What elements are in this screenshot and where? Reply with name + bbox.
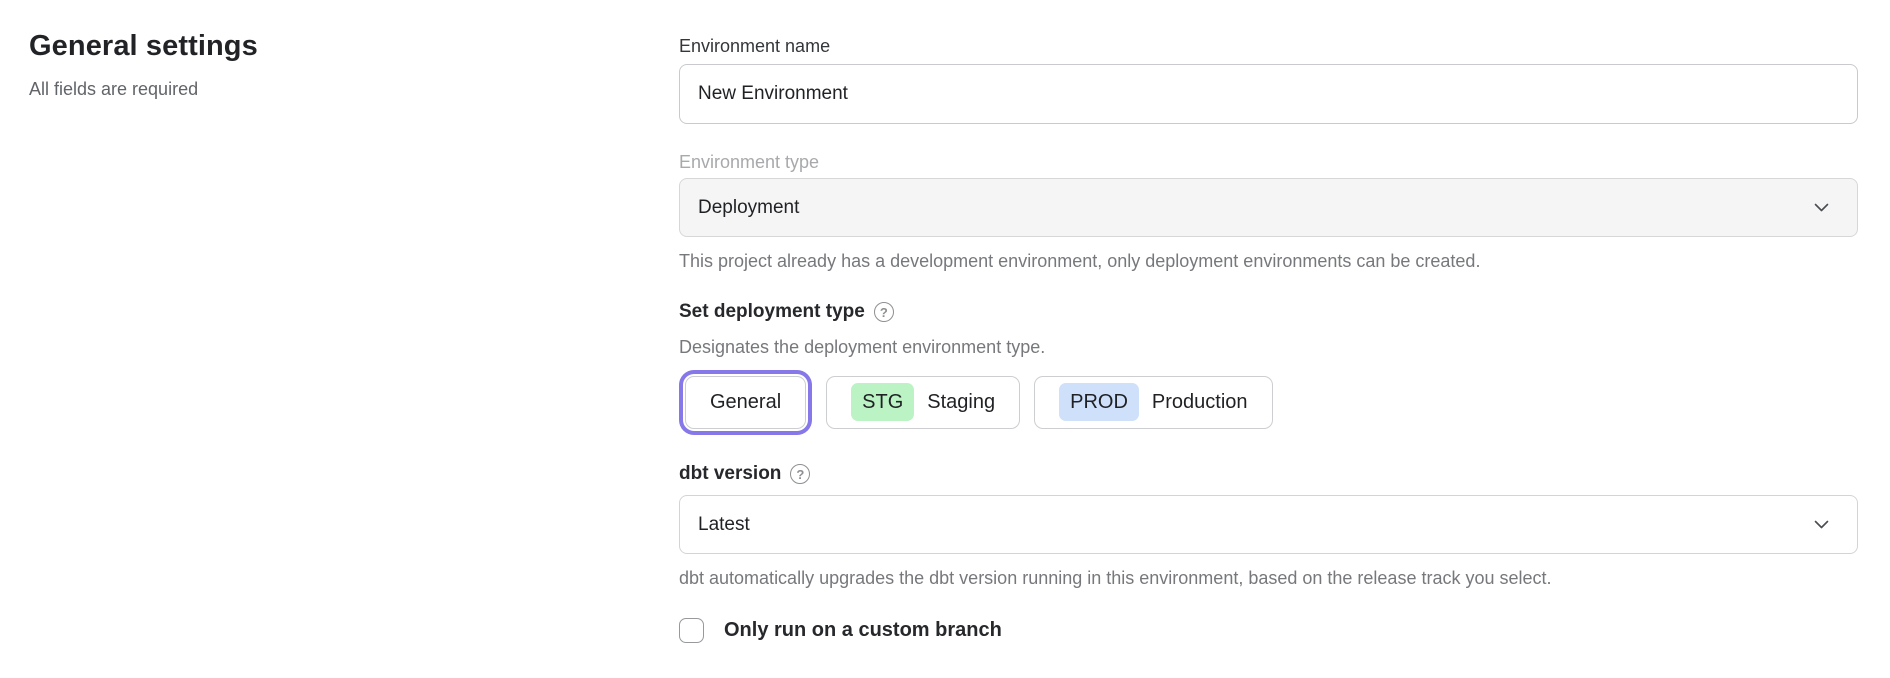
deployment-type-description: Designates the deployment environment ty… xyxy=(679,337,1046,357)
help-icon[interactable]: ? xyxy=(873,302,894,322)
environment-type-select[interactable]: Deployment xyxy=(679,178,1858,237)
page-title: General settings xyxy=(29,30,258,62)
deployment-type-staging-button[interactable]: STG Staging xyxy=(826,375,1021,429)
environment-name-input[interactable] xyxy=(679,64,1858,124)
deployment-type-general-button[interactable]: General xyxy=(685,375,807,429)
chevron-down-icon xyxy=(1814,203,1829,212)
environment-settings-form: Environment name Environment type Deploy… xyxy=(679,34,1858,643)
help-icon[interactable]: ? xyxy=(790,464,811,484)
general-button-label: General xyxy=(710,390,782,413)
deployment-type-header: Set deployment type ? xyxy=(679,299,1858,325)
staging-button-label: Staging xyxy=(927,390,996,413)
chevron-down-icon xyxy=(1814,520,1829,529)
custom-branch-label[interactable]: Only run on a custom branch xyxy=(724,619,1002,641)
staging-badge: STG xyxy=(851,383,915,421)
deployment-type-production-button[interactable]: PROD Production xyxy=(1034,375,1273,429)
dbt-version-value: Latest xyxy=(698,513,750,535)
environment-type-value: Deployment xyxy=(698,196,800,218)
production-button-label: Production xyxy=(1151,390,1248,413)
environment-name-label: Environment name xyxy=(679,36,831,56)
environment-type-helper: This project already has a development e… xyxy=(679,251,1481,271)
custom-branch-checkbox[interactable] xyxy=(679,618,704,643)
deployment-type-title: Set deployment type xyxy=(679,301,865,322)
environment-type-label: Environment type xyxy=(679,152,820,172)
deployment-type-options: General STG Staging PROD Production xyxy=(679,369,1858,435)
custom-branch-row: Only run on a custom branch xyxy=(679,618,1858,643)
dbt-version-helper: dbt automatically upgrades the dbt versi… xyxy=(679,568,1552,588)
page-subtitle: All fields are required xyxy=(29,79,199,99)
settings-intro: General settings All fields are required xyxy=(29,30,589,100)
dbt-version-header: dbt version ? xyxy=(679,461,1858,487)
dbt-version-label: dbt version xyxy=(679,463,782,484)
production-badge: PROD xyxy=(1059,383,1139,421)
dbt-version-select[interactable]: Latest xyxy=(679,495,1858,554)
